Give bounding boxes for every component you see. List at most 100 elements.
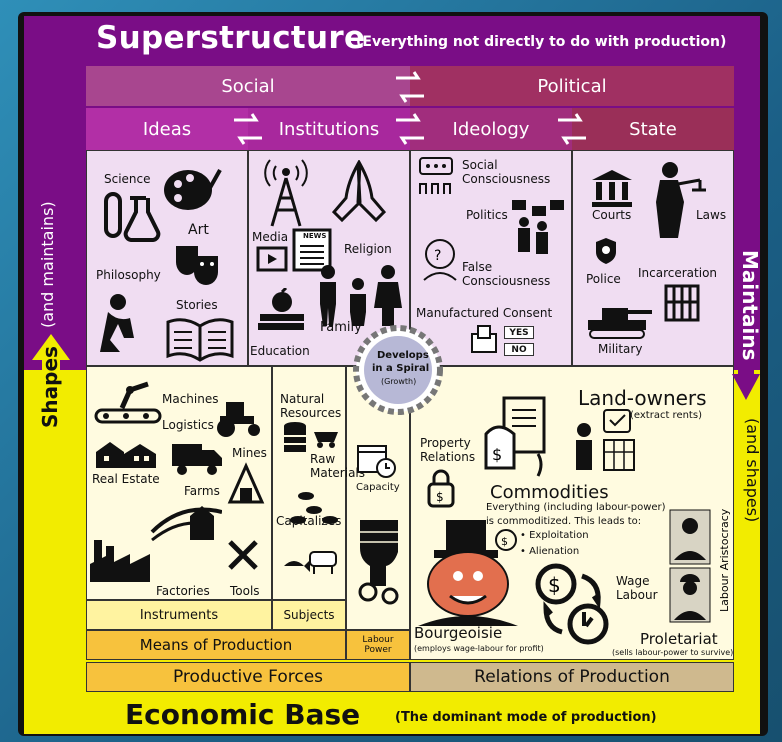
fish-cow-icon (284, 551, 337, 574)
svg-text:$: $ (436, 490, 444, 504)
radio-tower-icon (264, 159, 308, 227)
labour-power-label: Labour Power (362, 635, 394, 655)
proletariat-label: Proletariat (640, 630, 718, 648)
manufactured-consent-label: Manufactured Consent (416, 306, 553, 320)
yes-ballot: YES (504, 326, 534, 339)
police-label: Police (586, 272, 621, 286)
thinker-icon (100, 294, 134, 352)
wage-labour-label: Wage Labour (616, 574, 658, 602)
bourgeoisie-label: Bourgeoisie (414, 624, 503, 642)
commodities-documents-icon: $ (484, 396, 546, 477)
robot-arm-conveyor-icon (94, 381, 162, 424)
means-of-production-bar: Means of Production (86, 630, 346, 660)
subjects-bar: Subjects (272, 600, 346, 630)
political-header: Political (410, 66, 734, 106)
land-owners-label: Land-owners (578, 386, 707, 410)
tools-icon (228, 540, 258, 570)
maintains-label: Maintains (738, 250, 762, 361)
philosophy-label: Philosophy (96, 268, 161, 282)
no-label: NO (511, 344, 527, 355)
double-arrow-icon (396, 113, 424, 145)
politics-label: Politics (466, 208, 508, 222)
proletariat-sub-label: (sells labour-power to survive) (612, 648, 734, 657)
video-player-icon (256, 246, 288, 272)
bourgeoisie-character-icon (418, 520, 518, 626)
labour-aristocracy-label: Labour Aristocracy (718, 508, 731, 612)
productive-forces-label: Productive Forces (172, 667, 324, 687)
means-of-production-label: Means of Production (139, 636, 293, 654)
double-arrow-icon (396, 71, 424, 103)
crowd-speech-icon (419, 157, 453, 194)
test-tube-icon (104, 192, 161, 242)
economic-base-title: Economic Base (125, 698, 361, 731)
ideology-header: Ideology (410, 108, 572, 150)
news-label: NEWS (303, 232, 327, 240)
political-label: Political (537, 75, 607, 97)
workers-icon (669, 509, 711, 623)
capacity-label: Capacity (356, 482, 400, 493)
institutions-header: Institutions (248, 108, 410, 150)
factory-icon (90, 540, 150, 582)
farm-barn-icon (150, 506, 222, 542)
military-label: Military (598, 342, 643, 356)
money-lock-icon: $ (427, 469, 455, 508)
down-arrow-icon (732, 336, 760, 400)
svg-text:$: $ (501, 535, 508, 548)
apple-books-icon (258, 288, 304, 330)
resource-barrels-icon (284, 422, 306, 452)
alienation-label: • Alienation (520, 546, 580, 557)
family-icon (320, 265, 402, 326)
protesters-icon (512, 200, 564, 254)
delivery-truck-icon (172, 444, 222, 475)
svg-text:?: ? (434, 248, 441, 264)
spiral-line-2: in a Spiral (372, 363, 430, 374)
no-ballot: NO (504, 343, 534, 356)
mine-entrance-icon (227, 462, 265, 504)
economic-base-subtitle: (The dominant mode of production) (395, 710, 657, 725)
landowner-icon (576, 409, 635, 471)
stories-label: Stories (176, 298, 218, 312)
svg-text:$: $ (548, 573, 561, 597)
capitalizes-label: Capitalizes (276, 514, 342, 528)
state-header: State (572, 108, 734, 150)
labour-power-bar: Labour Power (346, 630, 410, 660)
ideas-label: Ideas (142, 118, 192, 140)
social-label: Social (221, 75, 275, 97)
praying-hands-icon (331, 160, 387, 223)
relations-of-production-label: Relations of Production (474, 667, 670, 687)
tank-icon (588, 308, 652, 339)
up-arrow-icon (32, 334, 70, 408)
and-shapes-label: (and shapes) (743, 418, 762, 523)
mines-label: Mines (232, 446, 267, 460)
yes-label: YES (509, 327, 529, 338)
farms-label: Farms (184, 484, 220, 498)
factories-label: Factories (156, 584, 210, 598)
social-header: Social (86, 66, 410, 106)
productive-forces-bar: Productive Forces (86, 662, 410, 692)
buildings-icon (96, 442, 156, 468)
bourgeoisie-sub-label: (employs wage-labour for profit) (414, 644, 544, 653)
exploitation-icon: $ (495, 529, 517, 551)
spiral-line-1: Develops (377, 350, 429, 361)
newspaper-icon (292, 228, 332, 272)
social-consciousness-label: Social Consciousness (462, 158, 551, 186)
calendar-clock-icon (357, 445, 396, 478)
relations-of-production-bar: Relations of Production (410, 662, 734, 692)
exploitation-label: • Exploitation (520, 530, 589, 541)
commodities-label: Commodities (490, 482, 609, 503)
education-label: Education (250, 344, 310, 358)
ideology-label: Ideology (452, 118, 530, 140)
commodities-desc-2: is commoditized. This leads to: (486, 516, 642, 527)
confused-person-icon: ? (423, 238, 457, 281)
superstructure-subtitle: (Everything not directly to do with prod… (356, 34, 727, 50)
art-label: Art (188, 222, 209, 238)
theatre-masks-icon (176, 246, 218, 285)
logistics-label: Logistics (162, 418, 214, 432)
courts-label: Courts (592, 208, 632, 222)
and-maintains-label: (and maintains) (38, 201, 57, 328)
lady-justice-icon (656, 162, 706, 238)
palette-icon (164, 169, 222, 210)
wage-labour-cycle-icon: $ (535, 563, 609, 645)
raw-materials-label: Raw Materials (310, 452, 366, 480)
mine-cart-icon (314, 432, 338, 448)
